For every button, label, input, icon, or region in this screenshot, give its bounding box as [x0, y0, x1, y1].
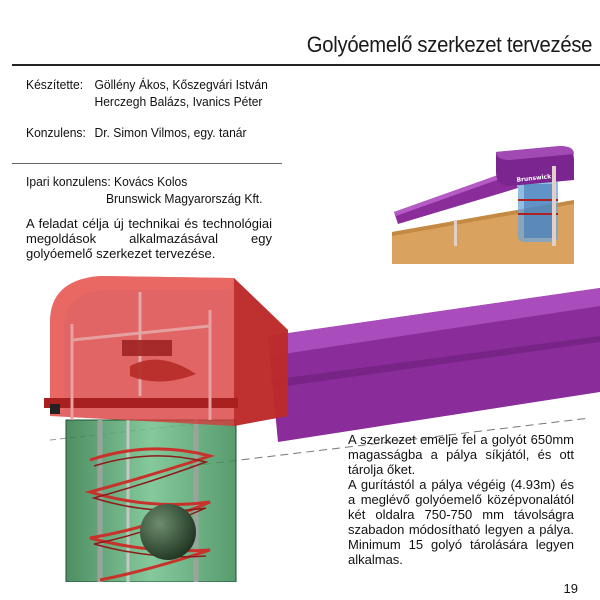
consultant-block: Konzulens: Dr. Simon Vilmos, egy. tanár	[26, 124, 247, 141]
section-rule	[12, 163, 282, 164]
industry-name: Kovács Kolos	[114, 174, 188, 189]
spec-paragraph: A szerkezet emelje fel a golyót 650mm ma…	[348, 432, 574, 567]
page-number: 19	[563, 581, 578, 596]
authors-value: Göllény Ákos, Kőszegvári István Herczegh…	[94, 76, 267, 110]
industry-label: Ipari konzulens:	[26, 174, 111, 189]
authors-line-2: Herczegh Balázs, Ivanics Péter	[94, 94, 263, 109]
brand-label: Brunswick	[516, 173, 552, 184]
consultant-value: Dr. Simon Vilmos, egy. tanár	[94, 125, 247, 140]
spec-height: A szerkezet emelje fel a golyót 650mm ma…	[348, 432, 574, 477]
lift-thumbnail-image: Brunswick	[392, 146, 574, 264]
goal-paragraph: A feladat célja új technikai és technoló…	[26, 216, 272, 261]
page-title: Golyóemelő szerkezet tervezése	[306, 32, 593, 57]
industry-consultant-block: Ipari konzulens: Kovács Kolos Brunswick …	[26, 173, 263, 207]
lift-render-image	[44, 276, 600, 582]
authors-label: Készítette:	[26, 77, 84, 92]
consultant-label: Konzulens:	[26, 125, 86, 140]
industry-company: Brunswick Magyarország Kft.	[105, 191, 263, 206]
title-rule	[12, 64, 600, 66]
authors-block: Készítette: Göllény Ákos, Kőszegvári Ist…	[26, 76, 268, 110]
spec-range: A gurítástól a pálya végéig (4.93m) és a…	[348, 477, 574, 567]
authors-line-1: Göllény Ákos, Kőszegvári István	[94, 77, 268, 92]
